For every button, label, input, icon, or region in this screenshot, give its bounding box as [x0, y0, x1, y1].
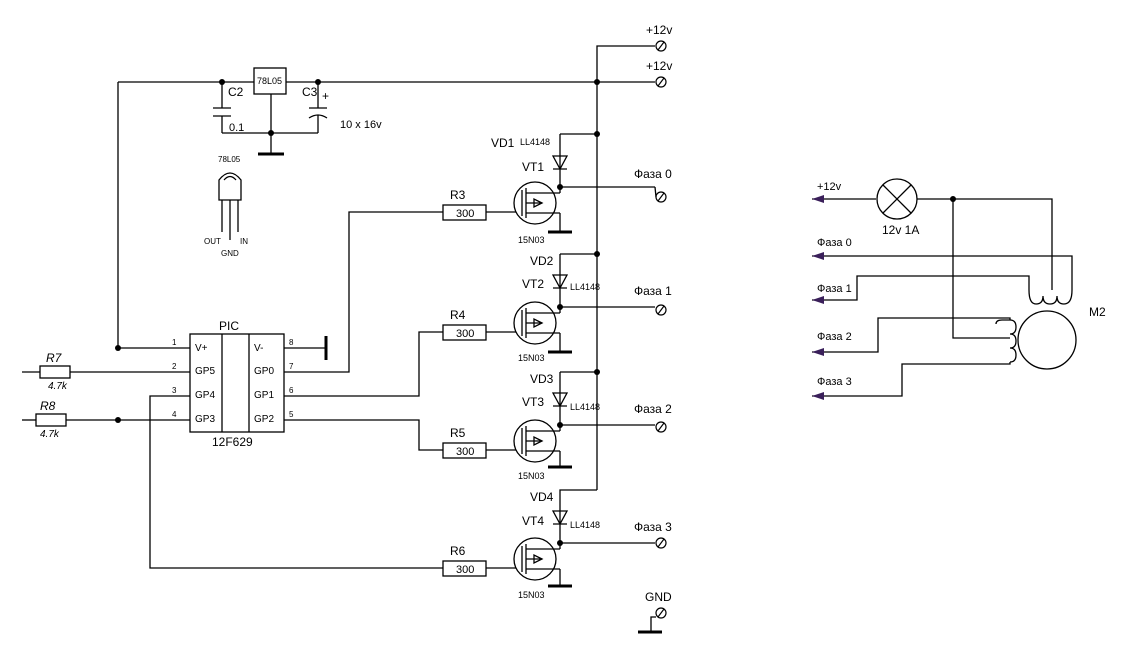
r7-value: 4.7k [48, 381, 68, 392]
r3-value: 300 [456, 208, 474, 220]
vd2-label: VD2 [530, 254, 554, 268]
vt4-part: 15N03 [518, 590, 545, 600]
vt4-label: VT4 [522, 514, 544, 528]
stage-phase-0: 300 R3 VD1 LL4148 VT1 15N03 Фаза 0 [442, 131, 672, 245]
resistor-r8: R8 4.7k [22, 399, 190, 440]
vd3-part: LL4148 [570, 402, 600, 412]
terminal-plus12-top: +12v [646, 23, 672, 52]
mcu-title: PIC [219, 319, 239, 333]
vd3-label: VD3 [530, 372, 554, 386]
pin-name-gp4: GP4 [195, 390, 215, 401]
motor-phase0-label: Фаза 0 [817, 237, 852, 249]
r5-value: 300 [456, 446, 474, 458]
r4-value: 300 [456, 328, 474, 340]
c3-polarity: + [322, 89, 329, 103]
plus12-second-label: +12v [646, 59, 672, 73]
capacitor-c3: C3 + 10 x 16v [302, 82, 382, 133]
pin-num-6: 6 [289, 386, 294, 395]
motor-section: +12v 12v 1A M2 Фаза 0 Фаза 1 Фаза 2 Фаза… [812, 178, 1106, 400]
motor-phase1-label: Фаза 1 [817, 283, 852, 295]
vt2-part: 15N03 [518, 353, 545, 363]
plus12-top-label: +12v [646, 23, 672, 37]
vd1-part: LL4148 [520, 137, 550, 147]
pin-num-1: 1 [172, 338, 177, 347]
terminal-gnd: GND [638, 590, 672, 634]
package-label: 78L05 [218, 155, 241, 164]
pin-num-3: 3 [172, 386, 177, 395]
phase2-label: Фаза 2 [634, 402, 672, 416]
pin-num-5: 5 [289, 410, 294, 419]
vt1-part: 15N03 [518, 235, 545, 245]
pin-name-gp3: GP3 [195, 414, 215, 425]
pin-name-gp5: GP5 [195, 366, 215, 377]
pin-num-8: 8 [289, 338, 294, 347]
r6-value: 300 [456, 564, 474, 576]
regulator-package-drawing: 78L05 OUT IN GND [204, 155, 248, 258]
vd4-part: LL4148 [570, 520, 600, 530]
stage-phase-2: 300 R5 VD3 LL4148 VT3 15N03 Фаза 2 [442, 369, 672, 481]
motor-name: M2 [1089, 305, 1106, 319]
phase3-label: Фаза 3 [634, 520, 672, 534]
stage-phase-3: 300 R6 VD4 LL4148 VT4 15N03 Фаза 3 [442, 489, 672, 600]
motor-plus12-label: +12v [817, 181, 842, 193]
c2-ref: C2 [228, 85, 244, 99]
c3-value: 10 x 16v [340, 119, 382, 131]
resistor-r7: R7 4.7k [22, 351, 190, 392]
mcu-part: 12F629 [212, 435, 253, 449]
vt1-label: VT1 [522, 160, 544, 174]
pin-name-vplus: V+ [195, 343, 208, 354]
package-pin-in: IN [240, 237, 248, 246]
vd2-part: LL4148 [570, 282, 600, 292]
r5-ref: R5 [450, 426, 466, 440]
r7-ref: R7 [46, 351, 63, 365]
stage-phase-1: 300 R4 VD2 LL4148 VT2 15N03 Фаза 1 [442, 251, 672, 363]
vt3-part: 15N03 [518, 471, 545, 481]
pin-num-4: 4 [172, 410, 177, 419]
pin-name-gp0: GP0 [254, 366, 274, 377]
pin-num-7: 7 [289, 362, 294, 371]
power-rails [115, 45, 655, 490]
mcu-pic12f629: PIC 12F629 V+ GP5 GP4 GP3 V- GP0 GP1 GP2… [172, 319, 328, 449]
regulator-label: 78L05 [257, 76, 282, 86]
pin-name-gp1: GP1 [254, 390, 274, 401]
r6-ref: R6 [450, 544, 466, 558]
pin-num-2: 2 [172, 362, 177, 371]
pin-name-gp2: GP2 [254, 414, 274, 425]
lamp-label: 12v 1A [882, 223, 919, 237]
gnd-label: GND [645, 590, 672, 604]
vt2-label: VT2 [522, 277, 544, 291]
capacitor-c2: C2 0.1 [213, 82, 318, 134]
package-pin-gnd: GND [221, 249, 239, 258]
pin-name-vminus: V- [254, 343, 263, 354]
r3-ref: R3 [450, 188, 466, 202]
regulator-78l05: 78L05 [253, 67, 287, 156]
phase1-label: Фаза 1 [634, 284, 672, 298]
r8-value: 4.7k [40, 429, 60, 440]
vt3-label: VT3 [522, 395, 544, 409]
c3-ref: C3 [302, 85, 318, 99]
package-pin-out: OUT [204, 237, 221, 246]
r4-ref: R4 [450, 308, 466, 322]
vd1-label: VD1 [491, 136, 515, 150]
motor-phase3-label: Фаза 3 [817, 376, 852, 388]
motor-phase2-label: Фаза 2 [817, 331, 852, 343]
r8-ref: R8 [40, 399, 56, 413]
terminal-plus12-second: +12v [646, 59, 672, 88]
vd4-label: VD4 [530, 490, 554, 504]
phase0-label: Фаза 0 [634, 167, 672, 181]
c2-value: 0.1 [229, 122, 244, 134]
